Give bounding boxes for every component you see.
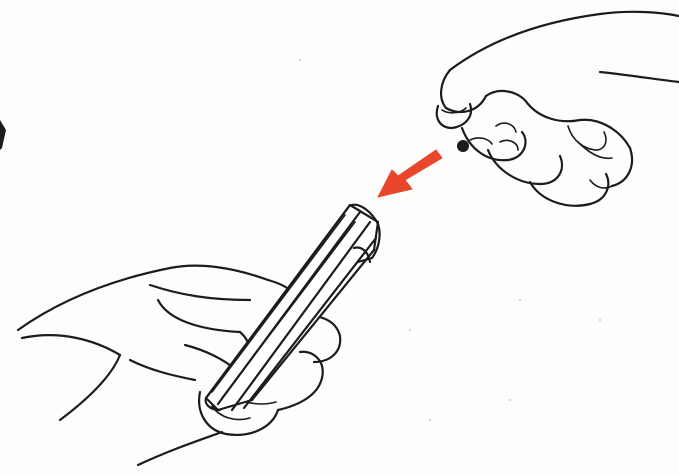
pin-tip [457, 140, 469, 152]
direction-arrow [378, 150, 442, 197]
phone-device [206, 205, 380, 410]
left-edge-mark [0, 120, 6, 150]
upper-hand [437, 12, 679, 206]
